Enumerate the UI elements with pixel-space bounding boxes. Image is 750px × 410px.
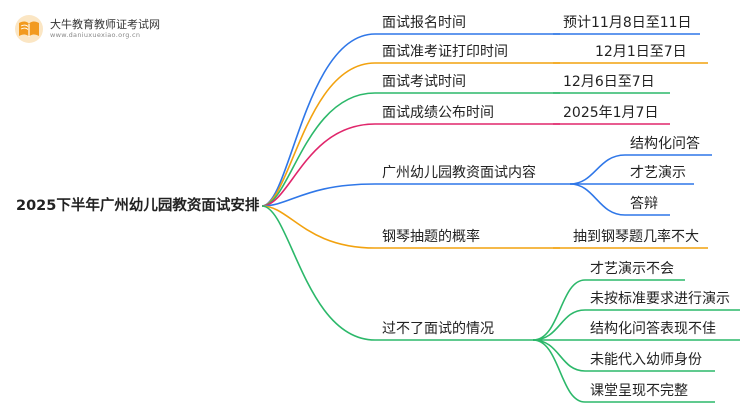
branch-value-4: 2025年1月7日 (563, 105, 659, 121)
book-logo-icon (15, 15, 43, 43)
branch-value-3: 12月6日至7日 (563, 74, 655, 90)
connector-sub-5-3 (569, 183, 670, 216)
branch-value-6: 抽到钢琴题几率不大 (573, 229, 699, 245)
connector-branch-3 (261, 92, 560, 207)
branch-child-7-2: 未按标准要求进行演示 (590, 291, 730, 307)
branch-label-3: 面试考试时间 (382, 74, 466, 90)
logo-title: 大牛教育教师证考试网 (50, 18, 160, 31)
branch-child-5-1: 结构化问答 (630, 136, 700, 152)
branch-child-7-1: 才艺演示不会 (590, 261, 674, 277)
branch-label-1: 面试报名时间 (382, 15, 466, 31)
branch-child-5-2: 才艺演示 (630, 165, 686, 181)
branch-label-5: 广州幼儿园教资面试内容 (382, 165, 536, 181)
logo-url: www.daniuxuexiao.org.cn (50, 31, 141, 39)
connector-branch-6 (261, 205, 560, 249)
connector-sub-7-2 (532, 309, 740, 341)
branch-child-5-3: 答辩 (630, 196, 658, 212)
connector-sub-7-5 (532, 339, 715, 403)
branch-child-7-3: 结构化问答表现不佳 (590, 321, 716, 337)
connector-sub-7-1 (532, 279, 685, 341)
root-topic: 2025下半年广州幼儿园教资面试安排 (16, 198, 260, 214)
connector-branch-5 (261, 183, 570, 207)
connector-sub-5-1 (569, 154, 712, 185)
branch-label-7: 过不了面试的情况 (382, 321, 494, 337)
branch-value-2: 12月1日至7日 (595, 44, 687, 60)
branch-child-7-5: 课堂呈现不完整 (590, 383, 688, 399)
connector-branch-1 (261, 33, 560, 207)
branch-label-6: 钢琴抽题的概率 (382, 229, 480, 245)
connector-branch-2 (261, 62, 560, 207)
branch-label-4: 面试成绩公布时间 (382, 105, 494, 121)
site-logo: 大牛教育教师证考试网 www.daniuxuexiao.org.cn (14, 14, 160, 44)
connector-sub-7-4 (532, 339, 715, 372)
connector-branch-7 (261, 205, 533, 341)
branch-value-1: 预计11月8日至11日 (563, 15, 692, 31)
branch-label-2: 面试准考证打印时间 (382, 44, 508, 60)
branch-child-7-4: 未能代入幼师身份 (590, 352, 702, 368)
connector-branch-4 (261, 123, 560, 207)
